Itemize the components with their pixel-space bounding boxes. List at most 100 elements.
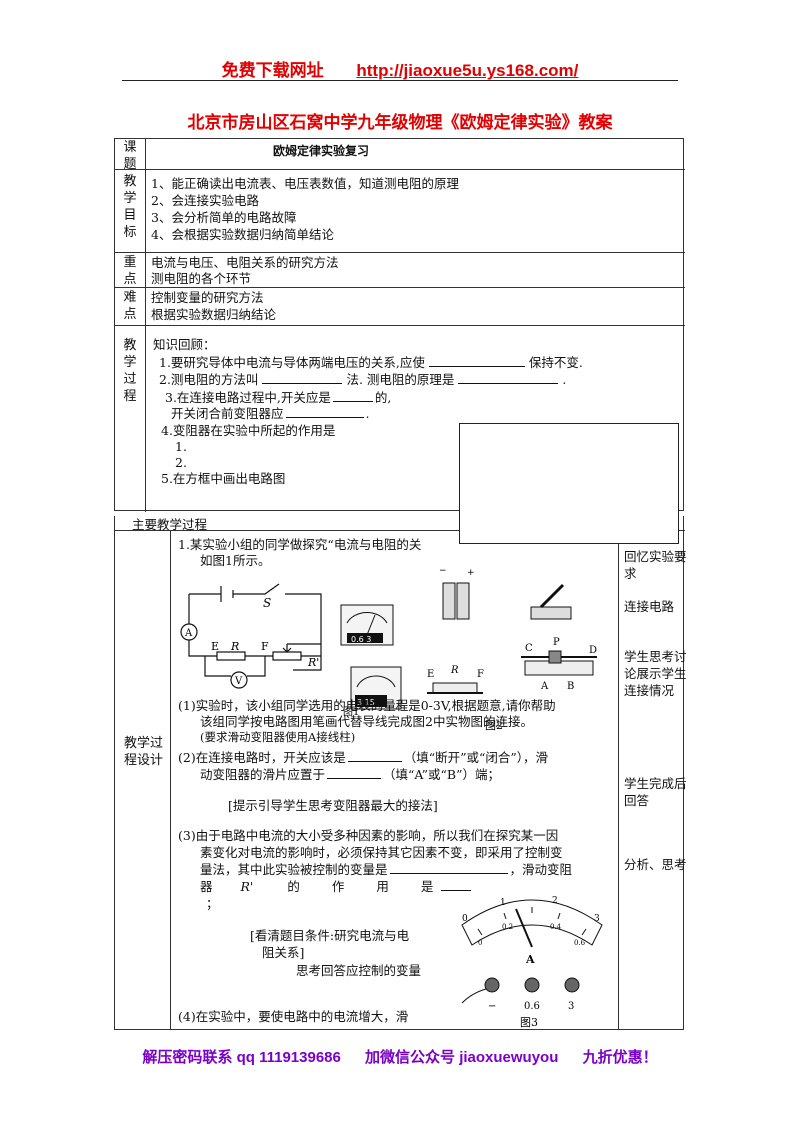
goal-3: 3、会分析简单的电路故障 bbox=[151, 210, 297, 225]
res-e: E bbox=[427, 669, 434, 680]
blank-q1[interactable] bbox=[428, 354, 525, 367]
terminal-icons bbox=[461, 977, 580, 1004]
svg-text:−: − bbox=[439, 566, 447, 576]
rheo-c: C bbox=[525, 643, 533, 654]
scale-top-1: 1 bbox=[500, 898, 506, 908]
q2-line2: 动变阻器的滑片应置于（填“A”或“B”）端； bbox=[200, 766, 500, 783]
q3-line4: 器 R' 的 作 用 是 bbox=[200, 878, 472, 895]
review-q4-1: 1. bbox=[175, 439, 187, 454]
header-url-link[interactable]: http://jiaoxue5u.ys168.com/ bbox=[356, 61, 579, 80]
q3-line5: ； bbox=[206, 896, 219, 911]
goal-4: 4、会根据实验数据归纳简单结论 bbox=[151, 227, 334, 242]
review-q1-tail: 保持不变. bbox=[528, 355, 583, 370]
blank-q3a[interactable] bbox=[332, 389, 373, 402]
blank-q3c[interactable] bbox=[285, 405, 364, 418]
side-note-1: 回忆实验要求 bbox=[624, 549, 687, 581]
scale-bot-04: 0.4 bbox=[550, 923, 562, 931]
review-q4: 4.变阻器在实验中所起的作用是 bbox=[161, 423, 336, 438]
circuit-drawing-box-overlay bbox=[459, 423, 679, 544]
rheo-d: D bbox=[589, 645, 597, 656]
knife-switch-icon bbox=[530, 583, 572, 620]
blank-q2b[interactable] bbox=[458, 371, 559, 384]
fig-label-rp: R' bbox=[307, 656, 319, 669]
voltmeter-icon: 0.6 3 bbox=[340, 604, 394, 646]
problem-1-line1: 1.某实验小组的同学做探究“电流与电阻的关 bbox=[178, 537, 422, 552]
page-title: 北京市房山区石窝中学九年级物理《欧姆定律实验》教案 bbox=[187, 113, 613, 133]
header-label: 免费下载网址 bbox=[221, 61, 324, 80]
svg-text:+: + bbox=[467, 568, 475, 578]
meter2-label: 3 15 bbox=[357, 698, 375, 707]
blank-slider-end[interactable] bbox=[327, 766, 382, 779]
review-q1-text: 1.要研究导体中电流与导体两端电压的关系,应使 bbox=[159, 355, 425, 370]
review-q2-mid: 法. 测电阻的原理是 bbox=[346, 372, 455, 387]
goal-2: 2、会连接实验电路 bbox=[151, 193, 259, 208]
review-q2-tail: . bbox=[562, 372, 567, 387]
footer-discount: 九折优惠！ bbox=[582, 1049, 658, 1066]
review-q2-text: 2.测电阻的方法叫 bbox=[159, 372, 259, 387]
ammeter-small-icon: 3 15 bbox=[350, 666, 402, 710]
hint-2b: 阻关系] bbox=[262, 945, 305, 960]
design-label-text: 教学过程设计 bbox=[124, 736, 164, 768]
blank-q2a[interactable] bbox=[262, 371, 343, 384]
fig-label-r: R bbox=[230, 640, 239, 653]
problem-1-line2: 如图1所示。 bbox=[200, 553, 271, 568]
rheo-b: B bbox=[567, 681, 574, 692]
meter1-label: 0.6 3 bbox=[351, 635, 371, 644]
fig1-label: 图1 bbox=[343, 706, 359, 718]
review-q3-mid: 的, bbox=[374, 390, 392, 405]
review-q3-line2: 开关闭合前变阻器应. bbox=[171, 405, 370, 422]
hint-3: 思考回答应控制的变量 bbox=[296, 963, 422, 978]
q3-word-shi: 是 bbox=[420, 879, 434, 894]
q2-text2: 动变阻器的滑片应置于 bbox=[200, 767, 326, 782]
apparatus-figure: 0.6 3 − + C P D A B E R F 3 15 图1 图2 bbox=[340, 566, 597, 732]
download-header: 免费下载网址 http://jiaoxue5u.ys168.com/ bbox=[0, 56, 800, 81]
q1-line1: (1)实验时，该小组同学选用的电表的量程是0-3V,根据题意,请你帮助 bbox=[178, 698, 556, 713]
review-q3-text2: 开关闭合前变阻器应 bbox=[171, 406, 284, 421]
review-q4-2: 2. bbox=[175, 455, 187, 470]
scale-bot-02: 0.2 bbox=[502, 923, 513, 931]
q3-word-zuo: 作 bbox=[331, 879, 345, 894]
review-title: 知识回顾： bbox=[153, 337, 216, 352]
q3-text3: 量法，其中此实验被控制的变量是 bbox=[200, 862, 388, 877]
fig-label-f: F bbox=[261, 640, 269, 653]
side-note-4: 学生完成后回答 bbox=[624, 776, 687, 808]
side-note-5: 分析、思考 bbox=[624, 857, 687, 872]
diff-1: 控制变量的研究方法 bbox=[151, 290, 264, 305]
header-rule bbox=[122, 80, 678, 81]
side-note-3: 学生思考讨论展示学生连接情况 bbox=[624, 649, 687, 698]
scale-bot-0: 0 bbox=[478, 939, 482, 947]
rheo-p: P bbox=[553, 637, 560, 648]
hint-2a: [看清题目条件:研究电流与电 bbox=[250, 928, 410, 943]
q3-word-de: 的 bbox=[287, 879, 300, 894]
q3-rprime: R' bbox=[240, 879, 254, 894]
side-note-2: 连接电路 bbox=[624, 599, 675, 614]
res-r: R bbox=[450, 665, 459, 676]
blank-controlled-var[interactable] bbox=[389, 861, 508, 874]
ammeter-unit: A bbox=[525, 953, 535, 966]
blank-rheostat-role[interactable] bbox=[441, 878, 472, 891]
scale-top-0: 0 bbox=[462, 914, 468, 924]
scale-top-3: 3 bbox=[594, 914, 600, 924]
q3-line3: 量法，其中此实验被控制的变量是 ，滑动变阻 bbox=[200, 861, 572, 878]
main-section-label: 主要教学过程 bbox=[132, 517, 208, 532]
q1-line2: 该组同学按电路图用笔画代替导线完成图2中实物图的连接。 bbox=[200, 714, 533, 729]
fig3-label: 图3 bbox=[520, 1016, 538, 1029]
ammeter-figure: 0 1 2 3 0 0.2 0.4 0.6 A − 0.6 3 图3 bbox=[461, 896, 603, 1029]
resistor-icon: E R F bbox=[427, 665, 484, 694]
goals-label: 教学目标 bbox=[123, 174, 137, 240]
topic-label: 课题 bbox=[123, 140, 137, 172]
diff-label: 难点 bbox=[123, 290, 137, 322]
lesson-table: 课题 欧姆定律实验复习 教学目标 1、能正确读出电流表、电压表数值，知道测电阻的… bbox=[114, 138, 685, 512]
rheostat-icon: C P D A B bbox=[521, 637, 597, 692]
fig-label-v: V bbox=[234, 676, 243, 687]
blank-switch-state[interactable] bbox=[347, 749, 402, 762]
circuit-diagram-figure: S A E R F R' V bbox=[180, 583, 322, 689]
terminal-neg: − bbox=[488, 1001, 496, 1012]
review-q3-text: 3.在连接电路过程中,开关应是 bbox=[165, 390, 331, 405]
q2-line1: (2)在连接电路时，开关应该是（填“断开”或“闭合”），滑 bbox=[178, 749, 548, 766]
q3-word-qi: 器 bbox=[200, 879, 213, 894]
q3-tail3: ，滑动变阻 bbox=[509, 862, 573, 877]
goal-1: 1、能正确读出电流表、电压表数值，知道测电阻的原理 bbox=[151, 176, 459, 191]
hint-1: [提示引导学生思考变阻器最大的接法] bbox=[228, 798, 438, 813]
battery-icon: − + bbox=[439, 566, 475, 620]
